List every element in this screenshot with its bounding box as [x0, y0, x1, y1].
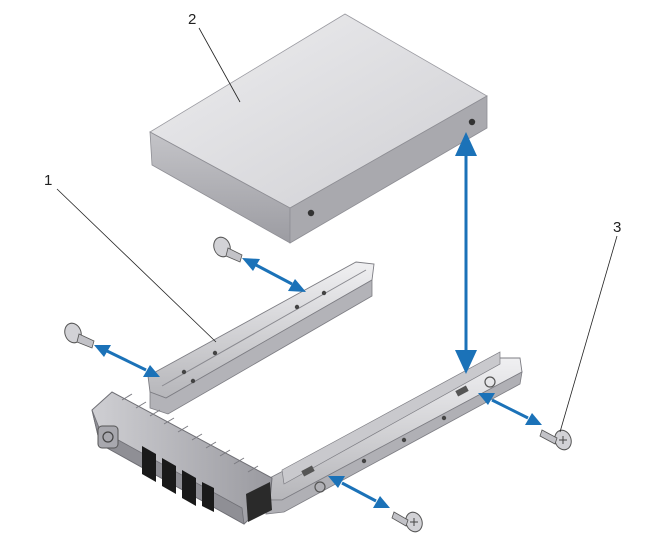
rail-hole: [181, 369, 187, 375]
rail-label: [455, 385, 469, 397]
screw-icon: [539, 429, 572, 451]
carrier-front-bezel: [91, 391, 273, 525]
carrier-right-wall: [281, 351, 501, 485]
carrier-right-rail-face: [265, 371, 523, 515]
rail-hole: [294, 304, 300, 310]
hard-drive-icon: [149, 13, 488, 244]
drive-side-face: [289, 95, 488, 244]
double-arrow-icon: [455, 132, 477, 374]
carrier-right-rail: [261, 357, 523, 501]
rail-hole: [441, 415, 447, 421]
rail-hole: [212, 350, 218, 356]
screw-icon: [391, 511, 423, 533]
rail-hole: [190, 378, 196, 384]
callout-leader-3: [559, 235, 618, 433]
callout-3: 3: [613, 219, 621, 236]
rail-hole: [321, 290, 327, 296]
rail-screw-hole: [314, 481, 326, 493]
callout-leader-1: [56, 188, 217, 343]
carrier-left-rail-face: [149, 279, 373, 415]
rail-label: [301, 465, 315, 477]
rail-hole: [401, 437, 407, 443]
callout-2: 2: [188, 11, 196, 28]
carrier-rail-groove: [161, 269, 367, 387]
rail-screw-hole: [484, 376, 496, 388]
drive-screw-hole: [307, 209, 315, 217]
callout-leader-2: [198, 27, 241, 103]
callout-1: 1: [44, 172, 52, 189]
double-arrow-icon: [94, 345, 160, 377]
drive-screw-hole: [468, 118, 476, 126]
release-button: [97, 425, 119, 449]
double-arrow-icon: [478, 393, 542, 425]
double-arrow-icon: [242, 258, 306, 292]
screw-icon: [213, 236, 243, 263]
double-arrow-icon: [328, 476, 390, 508]
drive-carrier-icon: [91, 261, 523, 525]
rail-hole: [361, 458, 367, 464]
carrier-latch: [246, 482, 272, 522]
bezel-grille: [121, 393, 259, 473]
screw-icon: [64, 322, 95, 349]
